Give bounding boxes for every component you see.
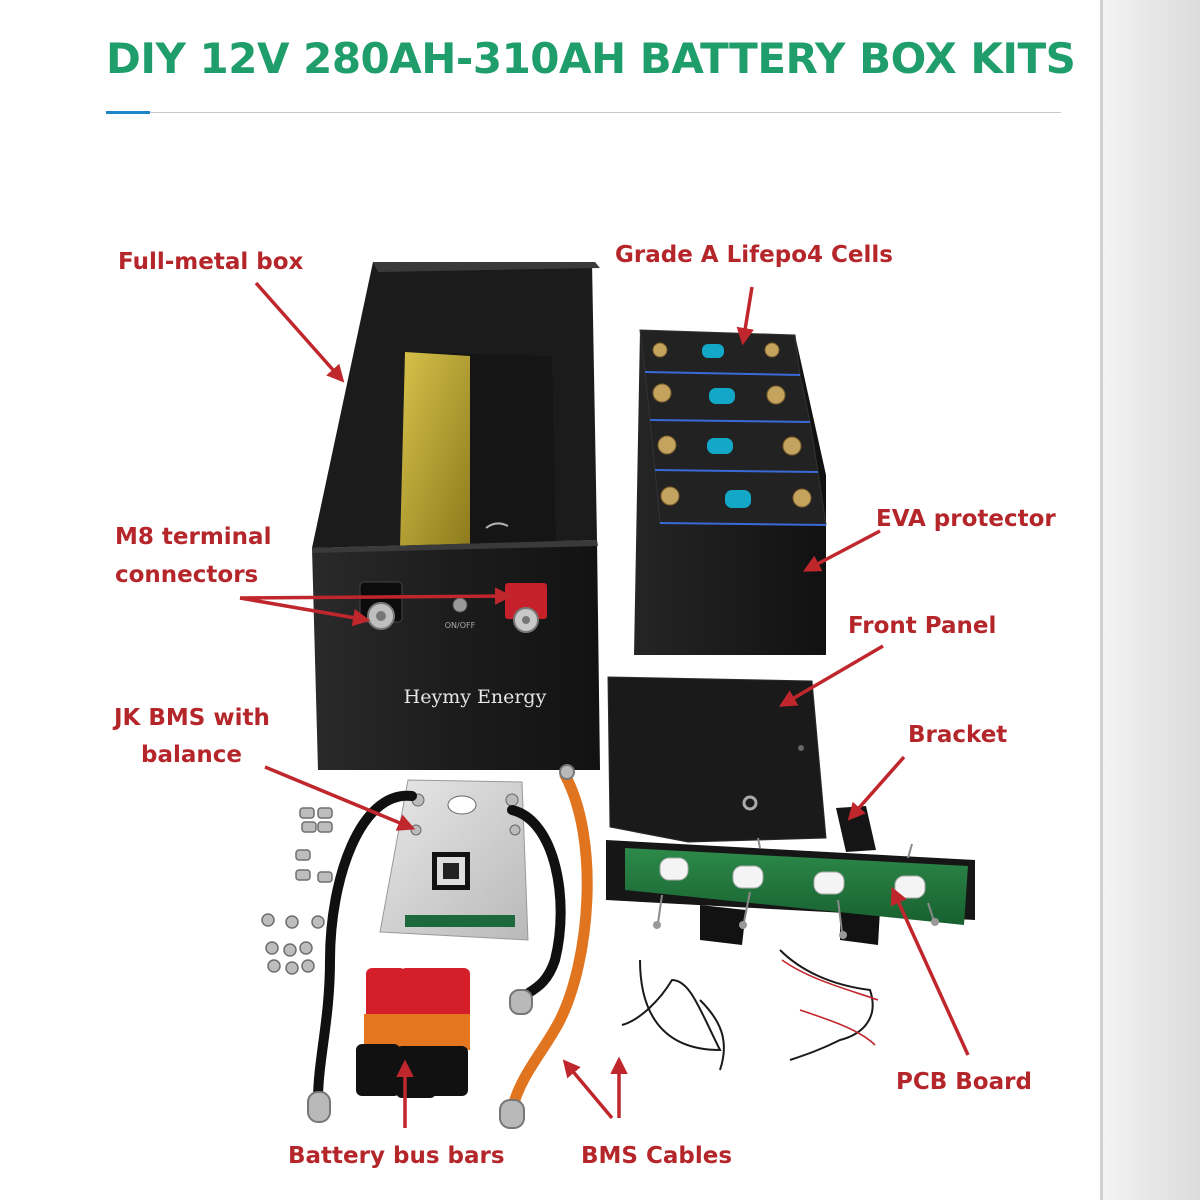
label-bms-line1: JK BMS with	[114, 705, 270, 731]
hardware-bolts-nuts	[261, 807, 333, 975]
bms-power-cables	[313, 769, 593, 1116]
label-cells: Grade A Lifepo4 Cells	[615, 242, 893, 268]
cell-vents	[702, 344, 751, 508]
pcb-lug-leads	[657, 837, 935, 933]
bms-connector-strip	[405, 915, 515, 927]
bus-bar-cap-black-1	[356, 1044, 400, 1096]
metal-box: ON/OFF Heymy Energy	[312, 262, 600, 770]
positive-terminal-base	[505, 583, 547, 619]
arrow-bms	[264, 765, 416, 831]
insulation-sheet	[400, 352, 470, 548]
arrow-eva	[802, 529, 881, 572]
lifepo4-cells	[634, 329, 827, 655]
black-cable-right	[507, 805, 566, 1005]
title-divider-accent	[106, 111, 150, 114]
bus-bar-cap-black-3	[426, 1046, 468, 1096]
box-rim	[373, 262, 600, 272]
bus-bar-cap-red-3	[430, 968, 470, 1020]
product-photo: ON/OFF Heymy Energy	[239, 262, 975, 1129]
sampling-wires	[621, 949, 874, 1071]
panel-ring	[742, 795, 758, 811]
label-full-metal-box: Full-metal box	[118, 249, 304, 275]
negative-terminal-nut	[376, 611, 386, 621]
label-m8-line2: connectors	[115, 562, 259, 588]
title-divider	[106, 112, 1061, 113]
black-cable-left	[313, 790, 417, 1105]
pcb-substrate	[625, 848, 968, 925]
box-front-edge	[312, 540, 598, 553]
label-bms-line2: balance	[141, 742, 242, 768]
cell-edge-3	[654, 469, 819, 473]
arrow-m8-negative	[239, 596, 371, 627]
label-bms-cables: BMS Cables	[581, 1143, 733, 1169]
label-pcb-board: PCB Board	[896, 1069, 1032, 1095]
arrow-pcb	[890, 886, 970, 1056]
page-title: DIY 12V 280AH-310AH BATTERY BOX KITS	[106, 34, 1076, 83]
sampling-wires-red	[781, 959, 879, 1046]
label-bus-bars: Battery bus bars	[288, 1143, 505, 1169]
box-front	[312, 540, 600, 770]
cell-edge-2	[649, 419, 811, 423]
arrow-bms-cables-left	[562, 1059, 614, 1120]
front-panel	[607, 676, 827, 843]
page-edge-shadow	[1102, 0, 1200, 1200]
jk-bms	[379, 779, 529, 941]
pcb-lugs	[653, 918, 939, 939]
arrow-cells	[736, 286, 754, 346]
label-eva-protector: EVA protector	[876, 506, 1056, 532]
positive-terminal-nut	[522, 616, 530, 624]
callout-arrows	[239, 281, 970, 1128]
arrow-front-panel	[778, 644, 884, 707]
bms-qr-core	[443, 863, 459, 879]
label-bracket: Bracket	[908, 722, 1008, 748]
cell-terminals	[652, 342, 812, 508]
bms-cloud-logo	[447, 795, 477, 815]
arrow-m8-positive	[239, 587, 513, 605]
power-switch	[452, 597, 468, 613]
box-wire	[485, 522, 509, 529]
cell-edge-1	[644, 371, 801, 376]
front-panel-plate	[607, 676, 827, 843]
bracket-foot-1	[700, 905, 746, 945]
page-edge-line	[1100, 0, 1103, 1200]
switch-label: ON/OFF	[445, 621, 476, 630]
bus-bar-cap-red-1	[366, 968, 406, 1020]
cable-lugs	[307, 764, 575, 1129]
arrow-metal-box	[254, 281, 345, 383]
cell-edge-4	[659, 522, 827, 526]
box-brand-text: Heymy Energy	[404, 686, 547, 708]
bracket-tab	[836, 806, 876, 852]
label-m8-line1: M8 terminal	[115, 524, 272, 550]
orange-cable	[506, 769, 593, 1116]
arrow-bracket	[847, 755, 906, 821]
battery-bus-bars	[356, 968, 470, 1098]
label-front-panel: Front Panel	[848, 613, 997, 639]
panel-screw-hole	[798, 745, 804, 751]
